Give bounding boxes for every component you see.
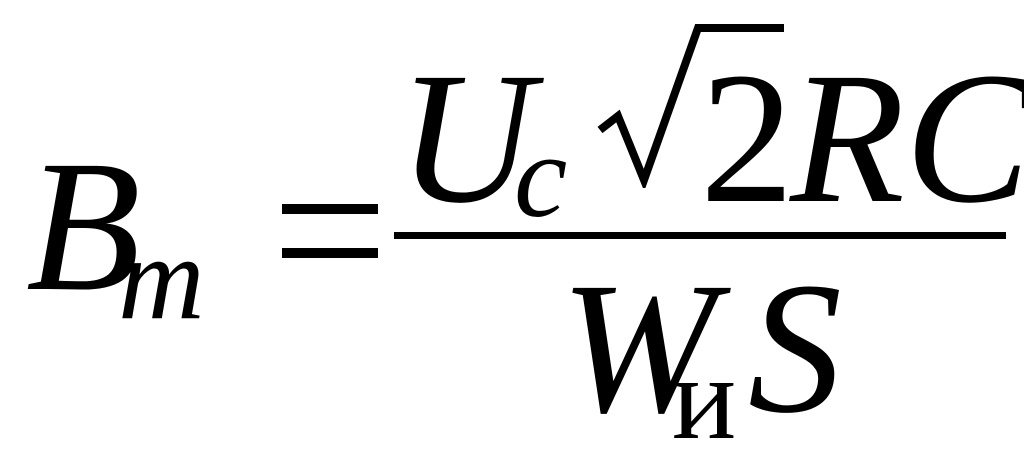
- denominator-symbol: W: [560, 243, 717, 452]
- numerator-subscript: c: [514, 109, 568, 242]
- fraction-bar: [394, 232, 1006, 239]
- lhs-symbol: B: [26, 121, 141, 330]
- equals-sign: [282, 204, 378, 258]
- numerator-rest: RC: [790, 33, 1024, 242]
- lhs-subscript: m: [118, 211, 205, 344]
- equals-bar-top: [282, 204, 378, 214]
- equals-bar-bottom: [282, 248, 378, 258]
- denominator-subscript: и: [672, 331, 737, 464]
- denominator-rest: S: [748, 243, 842, 452]
- sqrt-icon: [597, 24, 784, 188]
- numerator-symbol: U: [398, 33, 534, 242]
- radicand: 2: [700, 33, 794, 242]
